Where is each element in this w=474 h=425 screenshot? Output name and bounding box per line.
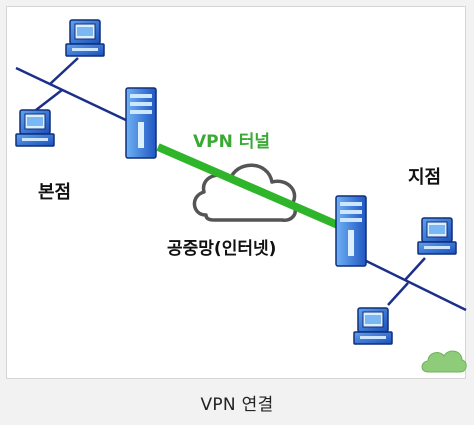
branch-backbone-line bbox=[351, 252, 467, 312]
branch-lan bbox=[351, 252, 467, 312]
cloud-icon bbox=[192, 163, 297, 222]
vpn-tunnel-label: VPN 터널 bbox=[193, 132, 271, 152]
branch-branch-line-top bbox=[404, 257, 426, 281]
hq-server-icon bbox=[125, 87, 157, 159]
caption-bar: VPN 연결 bbox=[0, 380, 474, 425]
cloud-logo-icon bbox=[421, 350, 467, 373]
hq-lan bbox=[15, 57, 131, 124]
branch-server-icon bbox=[335, 195, 367, 267]
vpn-tunnel-line bbox=[156, 143, 342, 230]
public-network-label: 공중망(인터넷) bbox=[167, 239, 277, 259]
branch-computer-icon-2 bbox=[353, 307, 393, 345]
hq-computer-icon-1 bbox=[65, 19, 105, 57]
hq-branch-line-top bbox=[49, 57, 79, 85]
branch-computer-icon-1 bbox=[417, 217, 457, 255]
hq-computer-icon-2 bbox=[15, 109, 55, 147]
branch-branch-line-bottom bbox=[387, 282, 409, 306]
hq-branch-line-left bbox=[35, 89, 63, 111]
headquarters-label: 본점 bbox=[38, 182, 72, 203]
figure-caption: VPN 연결 bbox=[200, 395, 274, 415]
branch-label: 지점 bbox=[408, 167, 442, 188]
hq-backbone-line bbox=[15, 66, 131, 124]
